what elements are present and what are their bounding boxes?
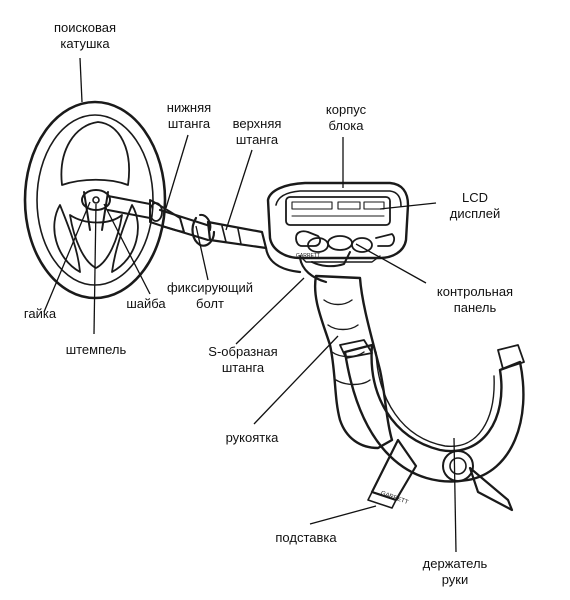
label-search-coil: поисковая катушка <box>53 20 117 51</box>
leader-handle <box>253 335 339 425</box>
leader-lcd-display <box>379 202 437 210</box>
handle-brand-mark: GARRETT <box>296 253 320 259</box>
stand-drawing <box>367 438 514 512</box>
label-arm-cuff: держатель руки <box>422 556 488 587</box>
leader-nut <box>43 201 91 313</box>
leader-ear-mount <box>93 203 97 335</box>
leader-arm-cuff <box>453 437 457 553</box>
leader-locking-bolt <box>195 225 209 281</box>
leader-stand <box>309 505 377 525</box>
leader-control-panel <box>355 243 427 284</box>
label-lcd-display: LCD дисплей <box>449 190 501 221</box>
label-control-housing: корпус блока <box>325 102 367 133</box>
leader-upper-shaft <box>225 149 253 231</box>
label-lower-shaft: нижняя штанга <box>166 100 212 131</box>
label-ear-mount: штемпель <box>65 342 127 357</box>
label-s-shaft: S-образная штанга <box>208 344 278 375</box>
upper-shaft-drawing <box>206 220 268 250</box>
leader-s-shaft <box>235 277 305 345</box>
arm-cuff-drawing <box>339 339 525 483</box>
s-shaft-drawing <box>264 246 351 284</box>
label-washer: шайба <box>126 296 166 311</box>
leader-search-coil <box>79 57 83 103</box>
label-stand: подставка <box>275 530 337 545</box>
lower-shaft-drawing <box>107 195 212 242</box>
leader-washer <box>103 203 151 295</box>
label-locking-bolt: фиксирующий болт <box>166 280 254 311</box>
control-housing-drawing <box>266 181 410 263</box>
label-control-panel: контрольная панель <box>436 284 514 315</box>
label-upper-shaft: верхняя штанга <box>232 116 282 147</box>
label-nut: гайка <box>23 306 57 321</box>
handle-drawing <box>313 274 394 450</box>
leader-lines <box>43 57 457 553</box>
label-handle: рукоятка <box>225 430 279 445</box>
leader-lower-shaft <box>165 134 189 209</box>
